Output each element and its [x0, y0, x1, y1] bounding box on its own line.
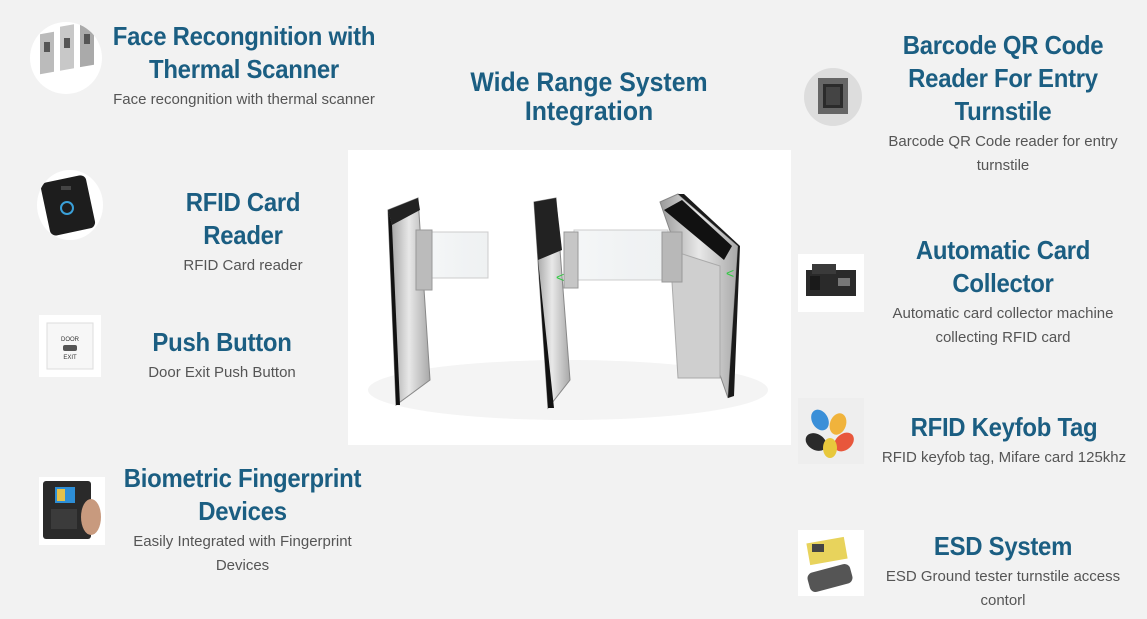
feature-desc: Automatic card collector machine collect… [872, 302, 1134, 350]
feature-desc: RFID Card reader [183, 257, 303, 274]
feature-title-line: Biometric Fingerprint [123, 463, 362, 493]
feature-title-line: Devices [198, 496, 287, 526]
feature-title-line: Reader For Entry [908, 63, 1098, 93]
section-title-line1: Wide Range System [470, 67, 708, 97]
feature-title: Biometric Fingerprint Devices [121, 462, 365, 528]
feature-push-button: Push Button Door Exit Push Button [122, 326, 322, 385]
feature-barcode-qr: Barcode QR Code Reader For Entry Turnsti… [872, 29, 1134, 178]
feature-desc: ESD Ground tester turnstile access conto… [872, 565, 1134, 613]
section-title-line2: Integration [524, 96, 654, 126]
feature-title-line: Collector [952, 268, 1054, 298]
feature-desc: Barcode QR Code reader for entry turnsti… [872, 130, 1134, 178]
svg-text:<: < [726, 265, 734, 281]
feature-title: Automatic Card Collector [882, 234, 1123, 300]
feature-title-line: Automatic Card [915, 235, 1091, 265]
feature-rfid-card-reader: RFID Card Reader RFID Card reader [138, 186, 348, 278]
feature-keyfob: RFID Keyfob Tag RFID keyfob tag, Mifare … [866, 411, 1142, 470]
feature-title-line: Thermal Scanner [149, 54, 339, 84]
feature-title-line: Face Recongnition with [112, 21, 376, 51]
rfid-reader-icon [37, 170, 103, 240]
feature-desc-line: Barcode QR Code reader for entry [888, 133, 1118, 150]
feature-desc-line: Easily Integrated with Fingerprint [133, 533, 352, 550]
feature-desc: Easily Integrated with Fingerprint Devic… [110, 530, 375, 578]
feature-title: RFID Card Reader [185, 187, 301, 250]
feature-title-line: Turnstile [954, 96, 1052, 126]
turnstile-hero-image: < < [348, 150, 791, 445]
feature-desc-line: contorl [980, 592, 1026, 609]
feature-desc: Door Exit Push Button [148, 364, 296, 381]
feature-title: ESD System [933, 531, 1073, 561]
feature-desc: Face recongnition with thermal scanner [113, 91, 375, 108]
feature-title: Barcode QR Code Reader For Entry Turnsti… [882, 29, 1123, 128]
feature-biometric: Biometric Fingerprint Devices Easily Int… [110, 462, 375, 578]
feature-desc-line: Devices [215, 557, 270, 574]
feature-face-recognition: Face Recongnition with Thermal Scanner F… [100, 20, 388, 112]
button-label-bottom: EXIT [63, 355, 77, 361]
feature-esd: ESD System ESD Ground tester turnstile a… [872, 530, 1134, 613]
feature-title-line: Barcode QR Code [902, 30, 1104, 60]
card-collector-icon [798, 254, 864, 312]
feature-card-collector: Automatic Card Collector Automatic card … [872, 234, 1134, 350]
feature-title: RFID Keyfob Tag [910, 412, 1098, 442]
feature-desc-line: Automatic card collector machine [892, 305, 1114, 322]
esd-tester-icon [798, 530, 864, 596]
feature-desc-line: collecting RFID card [935, 329, 1071, 346]
button-label-top: DOOR [61, 337, 80, 343]
face-recognition-turnstile-icon [30, 22, 102, 94]
push-button-icon: DOOR EXIT [39, 315, 101, 377]
svg-text:<: < [556, 269, 564, 285]
feature-title: Face Recongnition with Thermal Scanner [112, 20, 377, 86]
qr-reader-icon [804, 68, 862, 126]
fingerprint-device-icon [39, 477, 105, 545]
feature-desc-line: ESD Ground tester turnstile access [885, 568, 1121, 585]
section-title: Wide Range System Integration [443, 68, 736, 126]
feature-desc: RFID keyfob tag, Mifare card 125khz [881, 449, 1127, 466]
keyfob-icon [798, 398, 864, 464]
feature-title: Push Button [152, 327, 292, 357]
feature-desc-line: turnstile [976, 157, 1030, 174]
